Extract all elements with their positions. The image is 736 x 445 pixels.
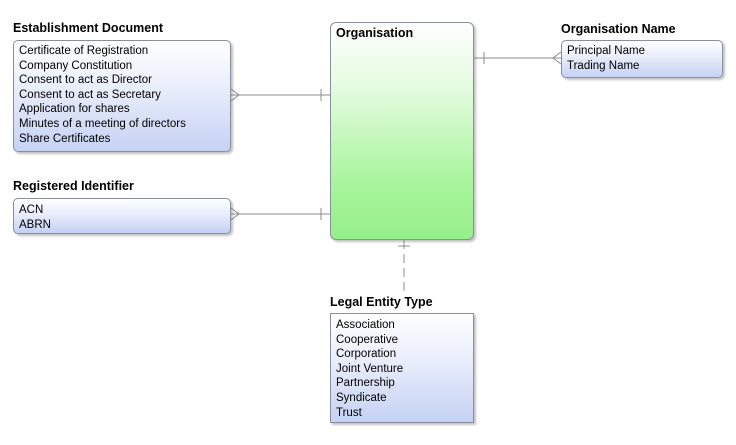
list-item: Consent to act as Secretary [19, 88, 161, 101]
legal-entity-type-title: Legal Entity Type [330, 295, 433, 309]
legal-entity-type-entity[interactable]: Association Cooperative Corporation Join… [330, 313, 474, 423]
rel-organisation-name [474, 51, 562, 65]
list-item: Cooperative [336, 333, 399, 346]
list-item: Corporation [336, 348, 397, 361]
list-item: Company Constitution [19, 59, 133, 72]
list-item: ACN [19, 204, 44, 216]
establishment-document-title: Establishment Document [13, 21, 164, 35]
rel-establishment-document [230, 88, 330, 102]
list-item: Association [336, 319, 395, 331]
list-item: Application for shares [19, 103, 130, 116]
establishment-document-entity[interactable]: Certificate of Registration Company Cons… [13, 40, 231, 152]
registered-identifier-entity[interactable]: ACN ABRN [13, 198, 231, 234]
registered-identifier-title: Registered Identifier [13, 179, 134, 193]
list-item: Joint Venture [336, 362, 404, 375]
organisation-entity[interactable]: Organisation [330, 22, 474, 240]
list-item: Consent to act as Director [19, 74, 152, 87]
list-item: Principal Name [567, 45, 645, 57]
rel-legal-entity-type [398, 240, 410, 296]
list-item: Trading Name [567, 59, 640, 72]
list-item: Syndicate [336, 391, 387, 404]
list-item: ABRN [19, 218, 51, 231]
list-item: Certificate of Registration [19, 45, 149, 57]
list-item: Partnership [336, 377, 395, 390]
organisation-name-entity[interactable]: Principal Name Trading Name [561, 40, 723, 78]
organisation-name-title: Organisation Name [561, 22, 676, 36]
organisation-title: Organisation [336, 26, 414, 40]
rel-registered-identifier [230, 207, 330, 221]
list-item: Trust [336, 406, 362, 419]
list-item: Share Certificates [19, 132, 111, 145]
list-item: Minutes of a meeting of directors [19, 117, 186, 130]
